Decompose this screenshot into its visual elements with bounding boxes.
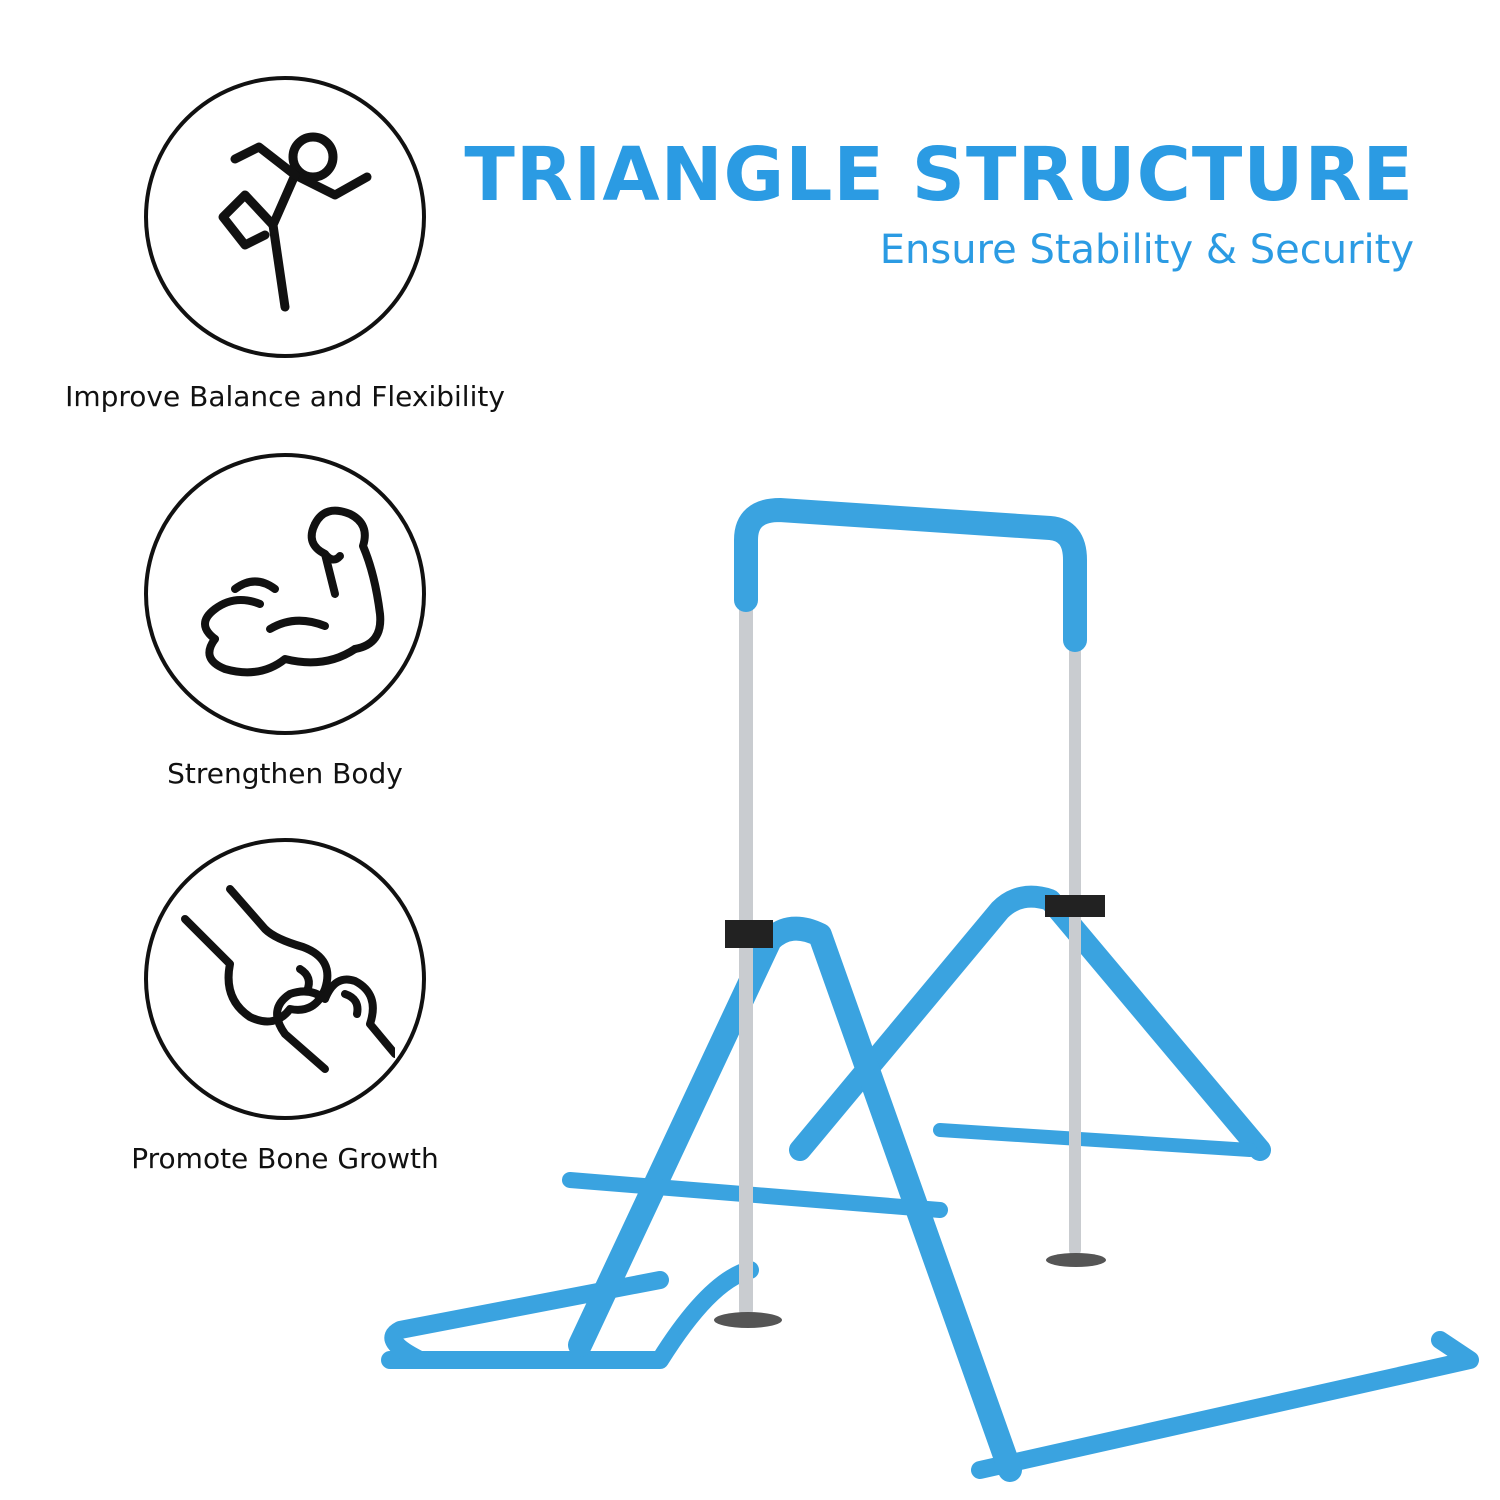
right-clamp bbox=[1045, 895, 1105, 917]
left-foot bbox=[714, 1312, 782, 1328]
headline-subtitle: Ensure Stability & Security bbox=[879, 227, 1414, 273]
feature-strength: Strengthen Body bbox=[40, 453, 530, 790]
left-clamp bbox=[725, 920, 773, 948]
top-bar bbox=[734, 498, 1087, 652]
balance-pose-icon bbox=[218, 132, 372, 312]
kip-bar-product-image bbox=[381, 498, 1479, 1482]
right-foot bbox=[1046, 1253, 1106, 1267]
headline: TRIANGLE STRUCTURE Ensure Stability & Se… bbox=[464, 138, 1414, 270]
feature-balance: Improve Balance and Flexibility bbox=[40, 76, 530, 413]
flexed-arm-icon bbox=[201, 506, 385, 677]
bone-joint-icon bbox=[181, 885, 395, 1073]
back-frame bbox=[789, 885, 1271, 1161]
feature-icon-circle bbox=[144, 76, 426, 358]
base-front bbox=[384, 1271, 669, 1369]
base-right bbox=[971, 1331, 1479, 1479]
feature-icon-circle bbox=[144, 453, 426, 735]
feature-label: Promote Bone Growth bbox=[131, 1142, 439, 1175]
headline-title: TRIANGLE STRUCTURE bbox=[464, 132, 1414, 218]
feature-label: Strengthen Body bbox=[167, 757, 403, 790]
rear-crossbar bbox=[933, 1123, 1257, 1157]
feature-icon-circle bbox=[144, 838, 426, 1120]
front-crossbar bbox=[562, 1172, 948, 1218]
feature-bone: Promote Bone Growth bbox=[40, 838, 530, 1175]
feature-label: Improve Balance and Flexibility bbox=[65, 380, 505, 413]
